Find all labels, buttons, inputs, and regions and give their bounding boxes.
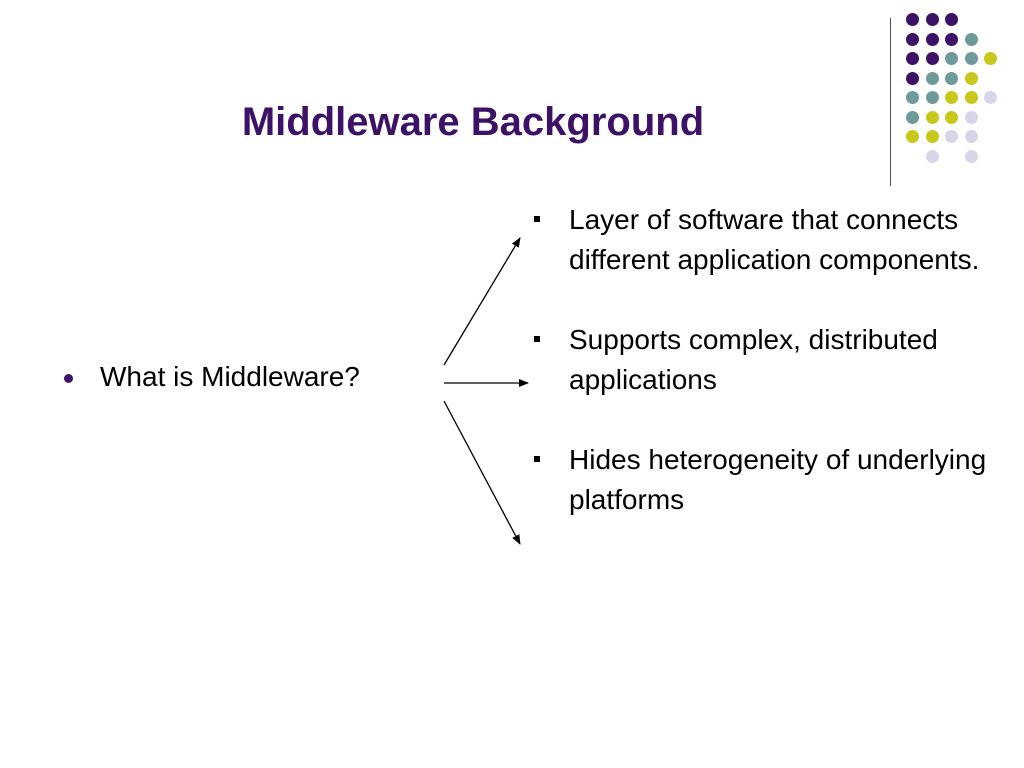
- decorative-dot: [945, 13, 958, 26]
- decorative-dot: [925, 52, 939, 65]
- sub-bullet-text: Supports complex, distributed applicatio…: [569, 324, 938, 395]
- decorative-dot: [964, 130, 978, 143]
- sub-bullet-item: Hides heterogeneity of underlying platfo…: [532, 440, 1002, 520]
- sub-bullet-item: Layer of software that connects differen…: [532, 200, 1002, 280]
- decorative-dot: [906, 91, 919, 104]
- decorative-dot: [964, 91, 978, 104]
- decorative-dot: [906, 110, 919, 124]
- sub-bullet-item: Supports complex, distributed applicatio…: [532, 320, 1002, 400]
- decorative-dot: [925, 32, 939, 46]
- title-divider-line: [890, 18, 891, 186]
- arrow-to-item-3: [443, 400, 521, 545]
- decorative-dot: [964, 149, 978, 163]
- sub-bullet-text: Layer of software that connects differen…: [569, 204, 980, 275]
- sub-bullet-list: Layer of software that connects differen…: [532, 200, 1002, 560]
- main-bullet-text: What is Middleware?: [100, 361, 360, 392]
- square-bullet-icon: [534, 336, 540, 342]
- decorative-dot: [964, 32, 978, 46]
- decorative-dot: [945, 52, 958, 65]
- decorative-dot: [945, 130, 958, 143]
- round-bullet-icon: [64, 373, 73, 383]
- decorative-dot: [945, 110, 958, 124]
- decorative-dot: [964, 110, 978, 124]
- decorative-dot: [906, 52, 919, 65]
- square-bullet-icon: [534, 456, 540, 462]
- main-bullet: What is Middleware?: [64, 361, 360, 393]
- decorative-dot: [925, 71, 939, 85]
- decorative-dot: [925, 149, 939, 163]
- sub-bullet-text: Hides heterogeneity of underlying platfo…: [569, 444, 987, 515]
- decorative-dot: [964, 52, 978, 65]
- decorative-dot: [906, 71, 919, 85]
- decorative-dot: [964, 71, 978, 85]
- square-bullet-icon: [534, 216, 540, 222]
- decorative-dot: [906, 130, 919, 143]
- decorative-dot: [984, 91, 997, 104]
- decorative-dot-grid: [906, 13, 1006, 163]
- decorative-dot: [925, 91, 939, 104]
- decorative-dot: [906, 32, 919, 46]
- decorative-dot: [984, 52, 997, 65]
- decorative-dot: [925, 110, 939, 124]
- decorative-dot: [945, 32, 958, 46]
- slide-title: Middleware Background: [241, 100, 705, 144]
- decorative-dot: [906, 13, 919, 26]
- arrow-to-item-1: [443, 237, 521, 366]
- decorative-dot: [925, 13, 939, 26]
- decorative-dot: [925, 130, 939, 143]
- decorative-dot: [945, 91, 958, 104]
- decorative-dot: [945, 71, 958, 85]
